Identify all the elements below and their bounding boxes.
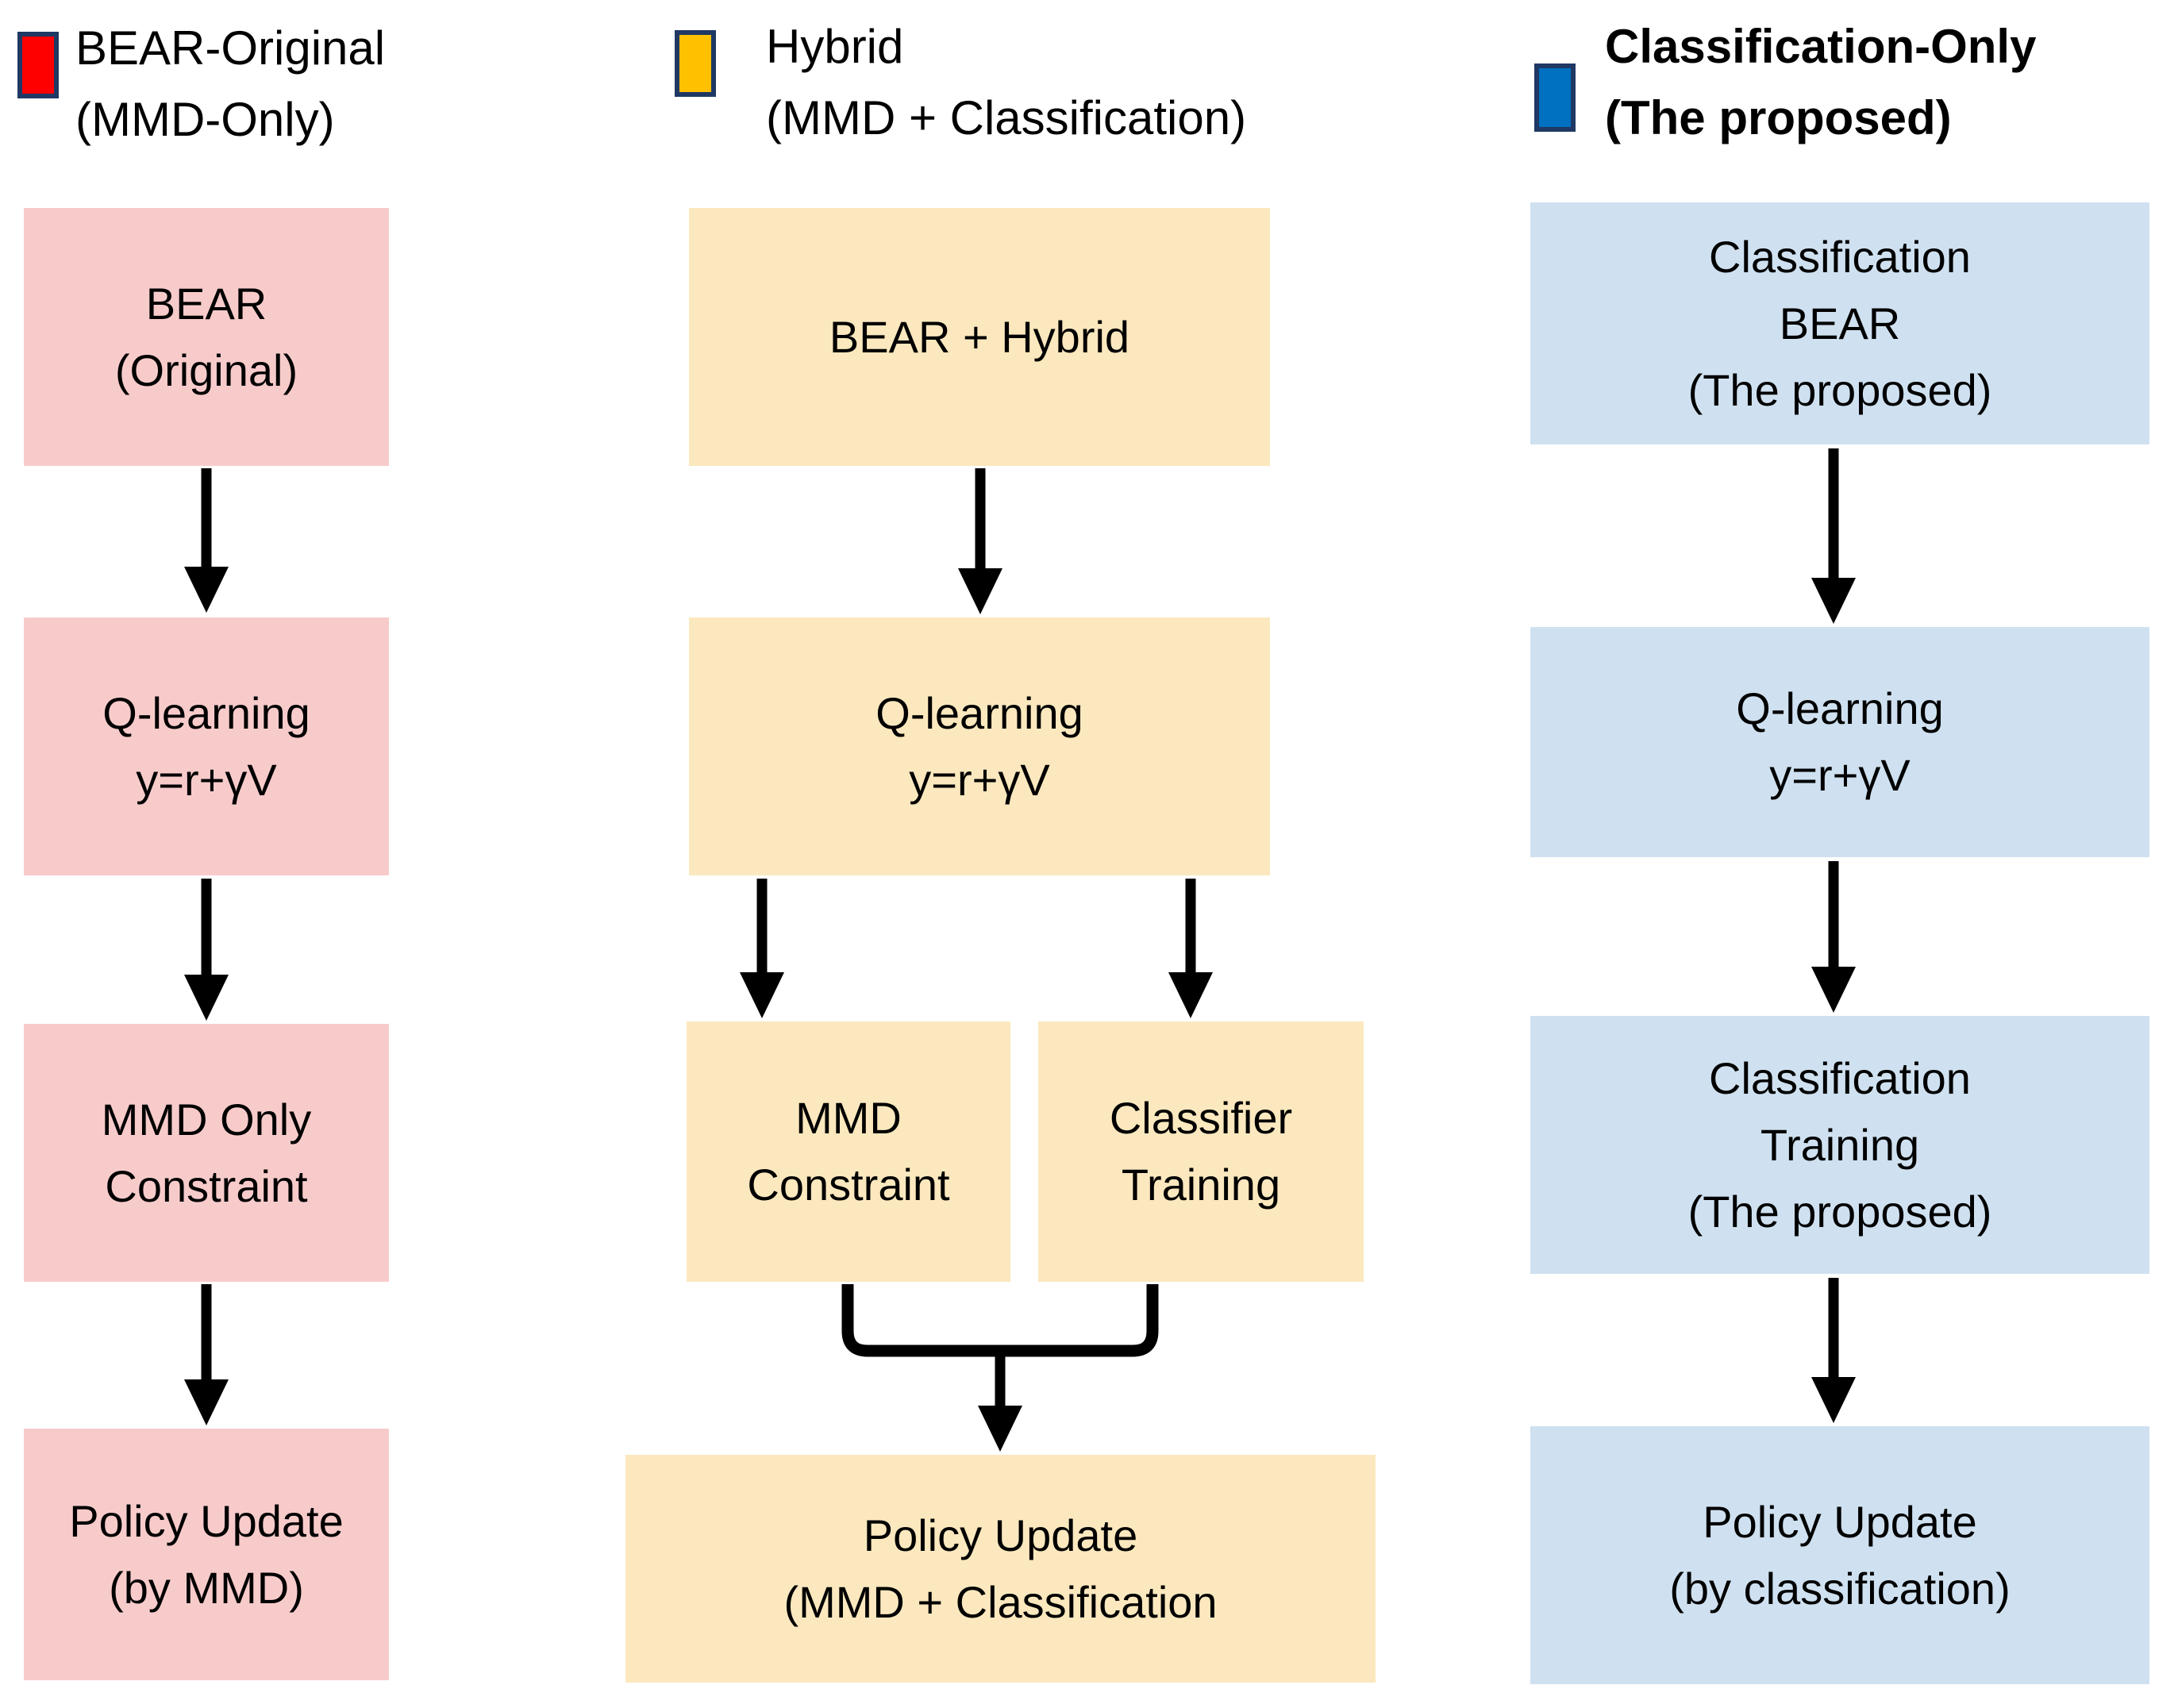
box-classification-bear: Classification BEAR (The proposed) (1530, 202, 2149, 444)
box-bear-original: BEAR (Original) (24, 208, 389, 466)
box-policy-update-by-classification: Policy Update (by classification) (1530, 1426, 2149, 1684)
arrow-down-icon (184, 468, 229, 613)
box-policy-update-mmd-classification: Policy Update (MMD + Classification (625, 1455, 1376, 1683)
arrow-down-icon (978, 1349, 1022, 1452)
legend-hybrid: Hybrid (MMD + Classification) (766, 20, 1247, 144)
arrow-down-icon (1811, 861, 1856, 1013)
box-classification-training: Classification Training (The proposed) (1530, 1016, 2149, 1274)
arrow-down-icon (184, 879, 229, 1021)
box-classifier-training: Classifier Training (1038, 1021, 1364, 1282)
arrow-down-icon (958, 468, 1002, 614)
box-bear-plus-hybrid: BEAR + Hybrid (689, 208, 1270, 466)
box-policy-update-by-mmd: Policy Update (by MMD) (24, 1429, 389, 1680)
arrow-down-icon (1811, 1278, 1856, 1423)
box-q-learning-hybrid: Q-learning y=r+γV (689, 617, 1270, 875)
red-swatch (17, 32, 59, 98)
box-mmd-only-constraint: MMD Only Constraint (24, 1024, 389, 1282)
arrow-down-icon (1168, 879, 1213, 1018)
box-q-learning-classification: Q-learning y=r+γV (1530, 627, 2149, 857)
blue-swatch (1534, 63, 1576, 132)
merge-bracket-connector (841, 1284, 1159, 1357)
legend-bear-original: BEAR-Original (MMD-Only) (75, 21, 386, 146)
arrow-down-icon (740, 879, 784, 1018)
arrow-down-icon (1811, 448, 1856, 624)
box-q-learning-mmd-only: Q-learning y=r+γV (24, 617, 389, 875)
arrow-down-icon (184, 1284, 229, 1425)
box-mmd-constraint: MMD Constraint (687, 1021, 1010, 1282)
gold-swatch (675, 30, 716, 97)
legend-classification-only: Classification-Only (The proposed) (1605, 20, 2037, 144)
